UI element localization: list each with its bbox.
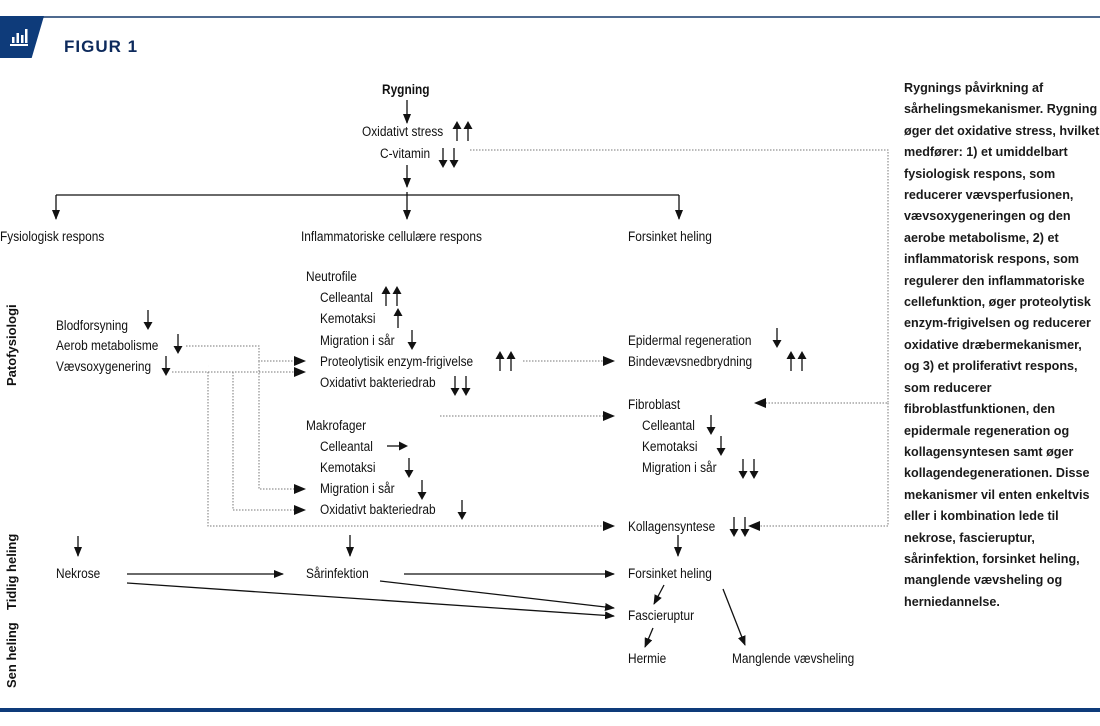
effect-blodforsyning (143, 310, 153, 330)
makrofager-bakteriedrab: Oxidativt bakteriedrab (320, 502, 436, 517)
effect-fibro-migration-2 (749, 459, 759, 479)
top-rule (30, 16, 1100, 18)
dotted-vitamin-loop (470, 149, 889, 404)
neutrofile-kemotaksi: Kemotaksi (320, 311, 376, 326)
arrowhead-makro-bakterie (294, 505, 306, 515)
fibroblast-celleantal: Celleantal (642, 418, 695, 433)
effect-oxidative-stress-2 (463, 121, 473, 141)
effect-neutro-enzym (495, 351, 516, 371)
branch-physiological: Fysiologisk respons (0, 229, 105, 244)
effect-neutro-kemotaksi (393, 308, 403, 328)
caption-text: Rygnings påvirkning af sårhelingsmekanis… (904, 81, 1100, 609)
effect-vaevsoxygenering (161, 356, 171, 376)
outcome-manglende-vaevsheling: Manglende vævsheling (732, 651, 855, 666)
row-label-late-healing: Sen heling (4, 622, 19, 688)
arrowhead-kollagen (603, 521, 615, 531)
item-epidermal-regeneration: Epidermal regeneration (628, 333, 752, 348)
node-kollagensyntese: Kollagensyntese (628, 519, 716, 534)
effect-neutro-enzym-1 (495, 351, 505, 371)
effect-bindevaev (786, 351, 807, 371)
arrowhead-enzym (294, 356, 306, 366)
item-bindevaevsnedbrydning: Bindevævsnedbrydning (628, 354, 753, 369)
arrow-forsinket-fascieruptur (653, 584, 665, 605)
effect-neutro-enzym-2 (506, 351, 516, 371)
fibroblast-migration: Migration i sår (642, 460, 717, 475)
dotted-vaev-to-kollagen (207, 372, 604, 527)
figure-title: FIGUR 1 (64, 37, 139, 56)
bar-chart-icon (10, 29, 28, 46)
group-fibroblast: Fibroblast (628, 397, 681, 412)
makrofager-kemotaksi: Kemotaksi (320, 460, 376, 475)
item-vaevsoxygenering: Vævsoxygenering (56, 359, 152, 374)
neutrofile-migration: Migration i sår (320, 333, 395, 348)
effect-fibro-kemotaksi (716, 436, 726, 456)
effect-kollagen-1 (729, 517, 739, 537)
arrow-sarinfektion-fascieruptur (379, 580, 615, 611)
effect-oxidative-stress-1 (452, 121, 462, 141)
effect-neutro-migration (407, 330, 417, 350)
figure-caption: Rygnings påvirkning af sårhelingsmekanis… (904, 78, 1100, 613)
arrowhead-bindevaev (603, 356, 615, 366)
branch-inflammatory: Inflammatoriske cellulære respons (301, 229, 482, 244)
makrofager-celleantal: Celleantal (320, 439, 373, 454)
effect-bindevaev-2 (797, 351, 807, 371)
arrow-nekrose-fascieruptur (126, 582, 615, 620)
effect-fibro-migration (738, 459, 759, 479)
node-oxidative-stress: Oxidativt stress (362, 124, 444, 139)
outcome-sarinfektion: Sårinfektion (306, 566, 369, 581)
effect-neutro-bakteriedrab-2 (461, 376, 471, 396)
item-blodforsyning: Blodforsyning (56, 318, 128, 333)
group-neutrofile: Neutrofile (306, 269, 357, 284)
effect-fibro-migration-1 (738, 459, 748, 479)
effect-vitamin-c (438, 148, 459, 168)
outcome-hermie: Hermie (628, 651, 667, 666)
node-rygning: Rygning (382, 82, 430, 97)
effect-kollagen-2 (740, 517, 750, 537)
dotted-aerob-to-makro-migration (258, 361, 298, 490)
effect-vitamin-c-2 (449, 148, 459, 168)
effect-neutro-bakteriedrab (450, 376, 471, 396)
diagram-connectors (52, 100, 889, 648)
row-label-early-healing: Tidlig heling (4, 533, 19, 610)
fibroblast-kemotaksi: Kemotaksi (642, 439, 698, 454)
neutrofile-enzym: Proteolytisik enzym-frigivelse (320, 354, 474, 369)
bottom-rule (0, 708, 1100, 712)
arrowhead-fibroblast (603, 411, 615, 421)
effect-kollagen (729, 517, 750, 537)
effect-epidermal (772, 328, 782, 348)
item-aerob-metabolisme: Aerob metabolisme (56, 338, 159, 353)
effect-neutro-celleantal-2 (392, 286, 402, 306)
row-label-pathophysiology: Patofysiologi (4, 304, 19, 386)
effect-neutro-celleantal (381, 286, 402, 306)
effect-makro-bakteriedrab (457, 500, 467, 520)
branch-delayed: Forsinket heling (628, 229, 712, 244)
neutrofile-celleantal: Celleantal (320, 290, 373, 305)
arrow-fascieruptur-hermie (644, 627, 654, 648)
makrofager-migration: Migration i sår (320, 481, 395, 496)
effect-bindevaev-1 (786, 351, 796, 371)
neutrofile-bakteriedrab: Oxidativt bakteriedrab (320, 375, 436, 390)
arrowhead-loop-fibroblast (754, 398, 766, 408)
outcome-forsinket-heling: Forsinket heling (628, 566, 712, 581)
effect-vitamin-c-1 (438, 148, 448, 168)
group-makrofager: Makrofager (306, 418, 367, 433)
effect-fibro-celleantal (706, 415, 716, 435)
node-vitamin-c: C-vitamin (380, 146, 431, 161)
dotted-loop-to-kollagen (760, 403, 889, 527)
arrowhead-bakterie (294, 367, 306, 377)
arrowhead-makro-migration (294, 484, 306, 494)
effect-makro-kemotaksi (404, 458, 414, 478)
outcome-fascieruptur: Fascieruptur (628, 608, 695, 623)
outcome-nekrose: Nekrose (56, 566, 101, 581)
effect-neutro-celleantal-1 (381, 286, 391, 306)
effect-aerob (173, 334, 183, 354)
dotted-vaev-to-makro-bakterie (232, 372, 298, 511)
effect-makro-migration (417, 480, 427, 500)
effect-neutro-bakteriedrab-1 (450, 376, 460, 396)
effect-makro-celleantal (387, 441, 408, 451)
dotted-aerob-to-enzym (186, 345, 298, 362)
arrowhead-loop-kollagen (748, 521, 760, 531)
arrow-forsinket-manglende (722, 588, 746, 646)
effect-oxidative-stress (452, 121, 473, 141)
